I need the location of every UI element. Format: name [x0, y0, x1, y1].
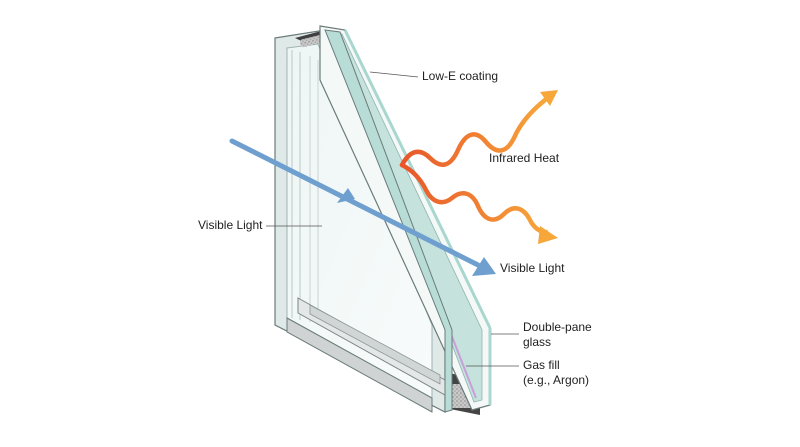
double-pane-label-line1: Double-pane: [523, 320, 592, 334]
low-e-coating-label: Low-E coating: [422, 69, 499, 83]
infrared-heat-arrows: [399, 90, 558, 244]
double-pane-label-line2: glass: [523, 335, 552, 349]
gas-fill-label-line1: Gas fill: [523, 358, 560, 372]
inner-pane-edge: [324, 29, 453, 413]
window-frame: [297, 297, 446, 396]
gas-fill-label-line2: (e.g., Argon): [523, 373, 590, 387]
visible-light-arrow: [229, 138, 496, 276]
double-pane-glass-label: Double-pane glass: [523, 320, 592, 350]
visible-light-in-label: Visible Light: [198, 218, 263, 232]
visible-light-out-label: Visible Light: [500, 261, 565, 275]
gas-fill-label: Gas fill (e.g., Argon): [523, 358, 589, 388]
leader-lines: [266, 71, 519, 367]
infrared-heat-label: Infrared Heat: [489, 151, 560, 165]
